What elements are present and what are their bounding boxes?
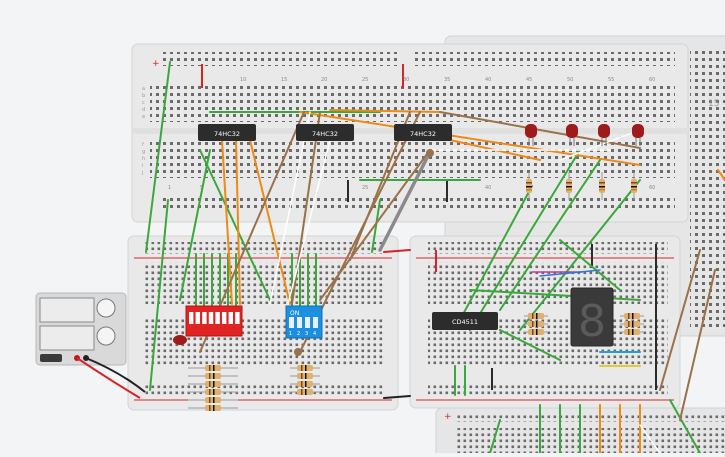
svg-text:3: 3 <box>305 331 308 337</box>
dip-red-key[interactable] <box>235 312 240 324</box>
digit-readout: 8 <box>578 296 606 347</box>
dip-blue-key[interactable] <box>289 317 294 328</box>
dip-on-label: ON <box>290 310 299 317</box>
seven-segment-display[interactable]: 8 <box>570 287 614 347</box>
dip-red-key[interactable] <box>195 312 200 324</box>
svg-text:40: 40 <box>485 185 491 191</box>
power-supply[interactable] <box>35 292 127 366</box>
led-top-1 <box>525 124 537 138</box>
svg-text:25: 25 <box>362 77 368 83</box>
svg-text:f: f <box>142 142 144 148</box>
svg-text:d: d <box>142 107 145 113</box>
svg-text:c: c <box>142 100 145 106</box>
led-top-4 <box>632 124 644 138</box>
svg-text:60: 60 <box>649 185 655 191</box>
svg-text:10: 10 <box>240 77 246 83</box>
led-top-3 <box>598 124 610 138</box>
svg-text:15: 15 <box>281 77 287 83</box>
dip-switch-blue[interactable]: ON 1 2 3 4 <box>285 305 323 339</box>
svg-text:4: 4 <box>313 331 316 337</box>
voltage-knob[interactable] <box>96 298 116 318</box>
led-left <box>173 335 187 345</box>
resistor-group <box>188 172 644 411</box>
dip-pin-labels: 1 2 3 4 <box>289 331 316 337</box>
led-group <box>525 124 644 146</box>
svg-text:30: 30 <box>403 77 409 83</box>
svg-text:1: 1 <box>289 331 292 337</box>
dip-red-key[interactable] <box>208 312 214 324</box>
svg-text:55: 55 <box>608 77 614 83</box>
svg-text:g: g <box>142 149 145 155</box>
dip-blue-key[interactable] <box>305 317 310 328</box>
dip-blue-key[interactable] <box>313 317 318 328</box>
svg-text:20: 20 <box>321 77 327 83</box>
led-top-2 <box>566 124 578 138</box>
svg-text:74HC32: 74HC32 <box>312 130 338 138</box>
svg-text:i: i <box>142 163 143 169</box>
chip-gate2[interactable]: 74HC32 <box>296 124 354 141</box>
side-number: 15 <box>708 99 719 109</box>
row-letters: a b c d e f g h i j <box>141 86 145 176</box>
dip-red-key[interactable] <box>222 312 227 324</box>
svg-text:60: 60 <box>649 77 655 83</box>
svg-text:74HC32: 74HC32 <box>410 130 436 138</box>
chip-gate3[interactable]: 74HC32 <box>394 124 452 141</box>
chip-gate1[interactable]: 74HC32 <box>198 124 256 141</box>
svg-text:35: 35 <box>444 77 450 83</box>
svg-text:2: 2 <box>297 331 300 337</box>
svg-text:74HC32: 74HC32 <box>214 130 240 138</box>
svg-text:40: 40 <box>485 77 491 83</box>
svg-text:e: e <box>142 114 145 120</box>
svg-text:CD4511: CD4511 <box>452 318 478 326</box>
column-numbers: 10 15 20 25 30 35 40 45 50 55 60 <box>240 77 655 83</box>
current-knob[interactable] <box>96 326 116 346</box>
chip-decoder[interactable]: CD4511 <box>432 312 498 330</box>
dip-red-key[interactable] <box>189 312 194 324</box>
breadboard-left[interactable] <box>127 235 399 411</box>
dip-blue-key[interactable] <box>297 317 302 328</box>
svg-text:a: a <box>142 86 145 92</box>
svg-text:j: j <box>141 170 143 176</box>
dip-red-key[interactable] <box>202 312 207 324</box>
svg-text:50: 50 <box>567 77 573 83</box>
svg-text:h: h <box>142 156 145 162</box>
svg-text:b: b <box>142 93 145 99</box>
svg-text:25: 25 <box>362 185 368 191</box>
rail-plus-sign: + <box>152 59 160 69</box>
dip-red-key[interactable] <box>215 312 220 324</box>
dip-red-key[interactable] <box>228 312 233 324</box>
svg-text:+: + <box>444 412 452 422</box>
dip-switch-red[interactable] <box>185 305 243 337</box>
svg-text:1: 1 <box>168 185 171 191</box>
power-switch[interactable] <box>40 354 62 362</box>
svg-text:45: 45 <box>526 77 532 83</box>
